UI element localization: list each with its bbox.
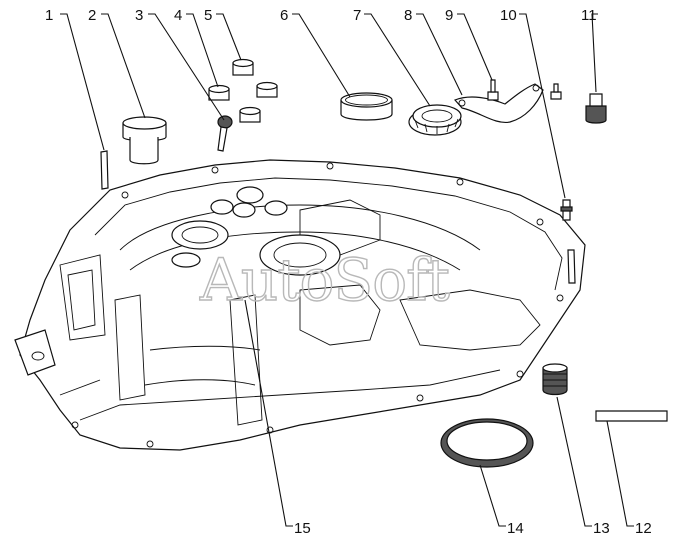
bushing-part-4c bbox=[239, 106, 261, 123]
bolt-part-3 bbox=[217, 115, 233, 152]
bracket-part-8 bbox=[453, 83, 544, 124]
callout-label-2: 2 bbox=[88, 7, 96, 24]
transmission-housing bbox=[14, 159, 586, 451]
bushing-part-4a bbox=[208, 84, 230, 101]
callout-label-15: 15 bbox=[294, 520, 311, 537]
callout-label-14: 14 bbox=[507, 520, 524, 537]
plug-part-13 bbox=[542, 363, 568, 396]
callout-label-11: 11 bbox=[581, 7, 597, 24]
callout-labels: 1 2 3 4 5 6 7 8 9 10 11 12 13 14 15 bbox=[45, 7, 652, 537]
screw-part bbox=[550, 83, 562, 100]
plug-part-2 bbox=[122, 116, 167, 165]
callout-label-7: 7 bbox=[353, 7, 361, 24]
seal-part-14 bbox=[440, 418, 534, 468]
bolt-part-9 bbox=[487, 79, 499, 101]
callout-label-5: 5 bbox=[204, 7, 212, 24]
watermark: AutoSoft bbox=[199, 246, 450, 314]
pin-part-small bbox=[567, 249, 576, 284]
callout-label-3: 3 bbox=[135, 7, 143, 24]
leader-lines bbox=[60, 13, 634, 527]
callout-label-9: 9 bbox=[445, 7, 453, 24]
callout-label-4: 4 bbox=[174, 7, 182, 24]
callout-label-1: 1 bbox=[45, 7, 53, 24]
callout-label-13: 13 bbox=[593, 520, 610, 537]
callout-label-12: 12 bbox=[635, 520, 652, 537]
pin-part-1 bbox=[100, 150, 109, 190]
bearing-part-7 bbox=[408, 104, 462, 136]
ring-part-6 bbox=[340, 92, 393, 121]
callout-label-10: 10 bbox=[500, 7, 517, 24]
pin-part-12 bbox=[595, 410, 668, 422]
callout-label-6: 6 bbox=[280, 7, 288, 24]
plug-part-11 bbox=[585, 93, 607, 124]
bushing-part-4b bbox=[256, 81, 278, 98]
stud-part-10 bbox=[560, 199, 573, 221]
callout-label-8: 8 bbox=[404, 7, 412, 24]
bushing-part-5 bbox=[232, 58, 254, 76]
